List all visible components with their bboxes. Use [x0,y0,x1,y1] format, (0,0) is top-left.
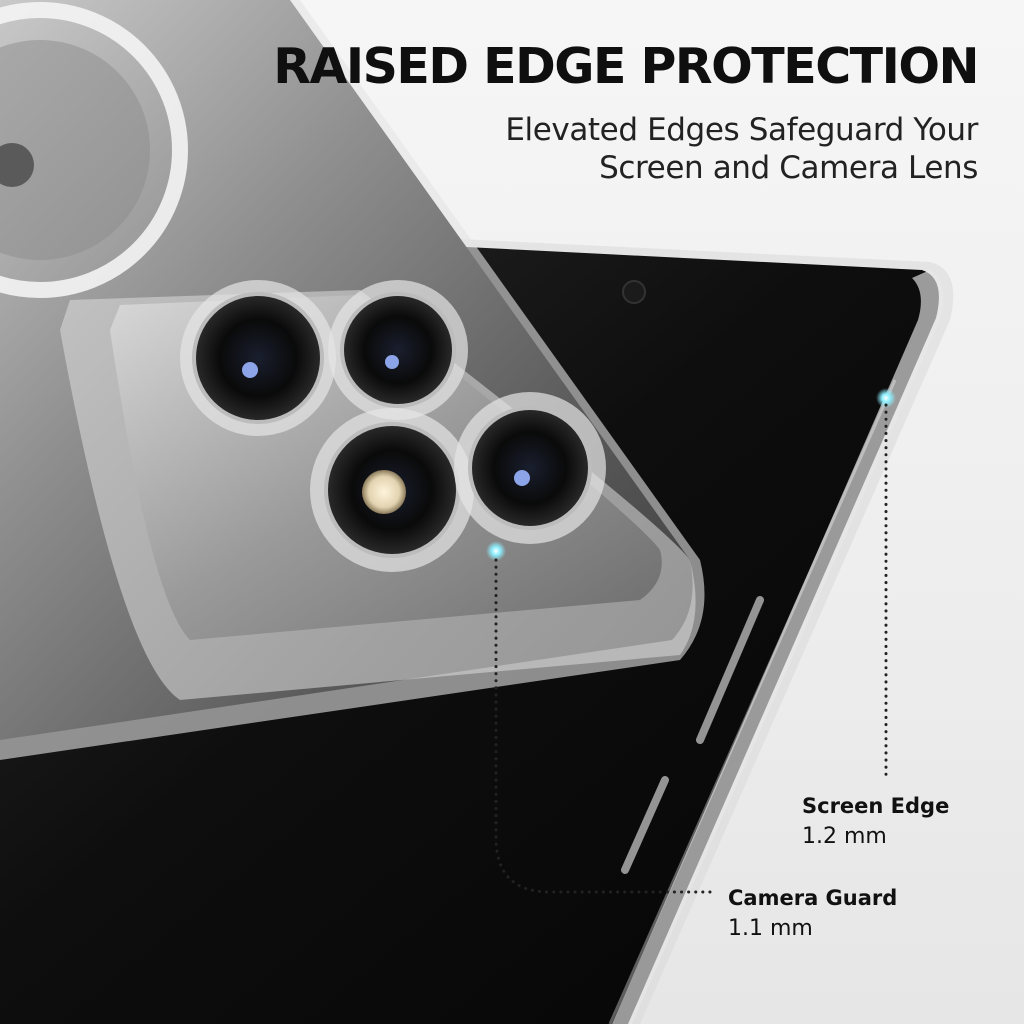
lens-top-right [328,280,468,420]
power-button [621,776,669,874]
screen-edge-leader [876,388,896,777]
front-camera-icon [622,280,646,304]
magsafe-ring-icon [0,2,188,298]
brand-logo-icon [0,143,34,187]
volume-button [696,596,764,744]
camera-guard-value: 1.1 mm [728,916,813,941]
screen-edge-value: 1.2 mm [802,824,887,849]
camera-guard-leader [486,541,714,894]
camera-guard-label: Camera Guard [728,886,898,910]
screen-edge-label: Screen Edge [802,794,950,818]
camera-module [60,280,696,700]
subheadline-line-1: Elevated Edges Safeguard Your [505,112,978,148]
headline: RAISED EDGE PROTECTION [273,38,979,95]
subheadline-line-2: Screen and Camera Lens [599,150,978,186]
lens-top-left [180,280,336,436]
lens-bottom-right [454,392,606,544]
flash-icon [310,408,474,572]
